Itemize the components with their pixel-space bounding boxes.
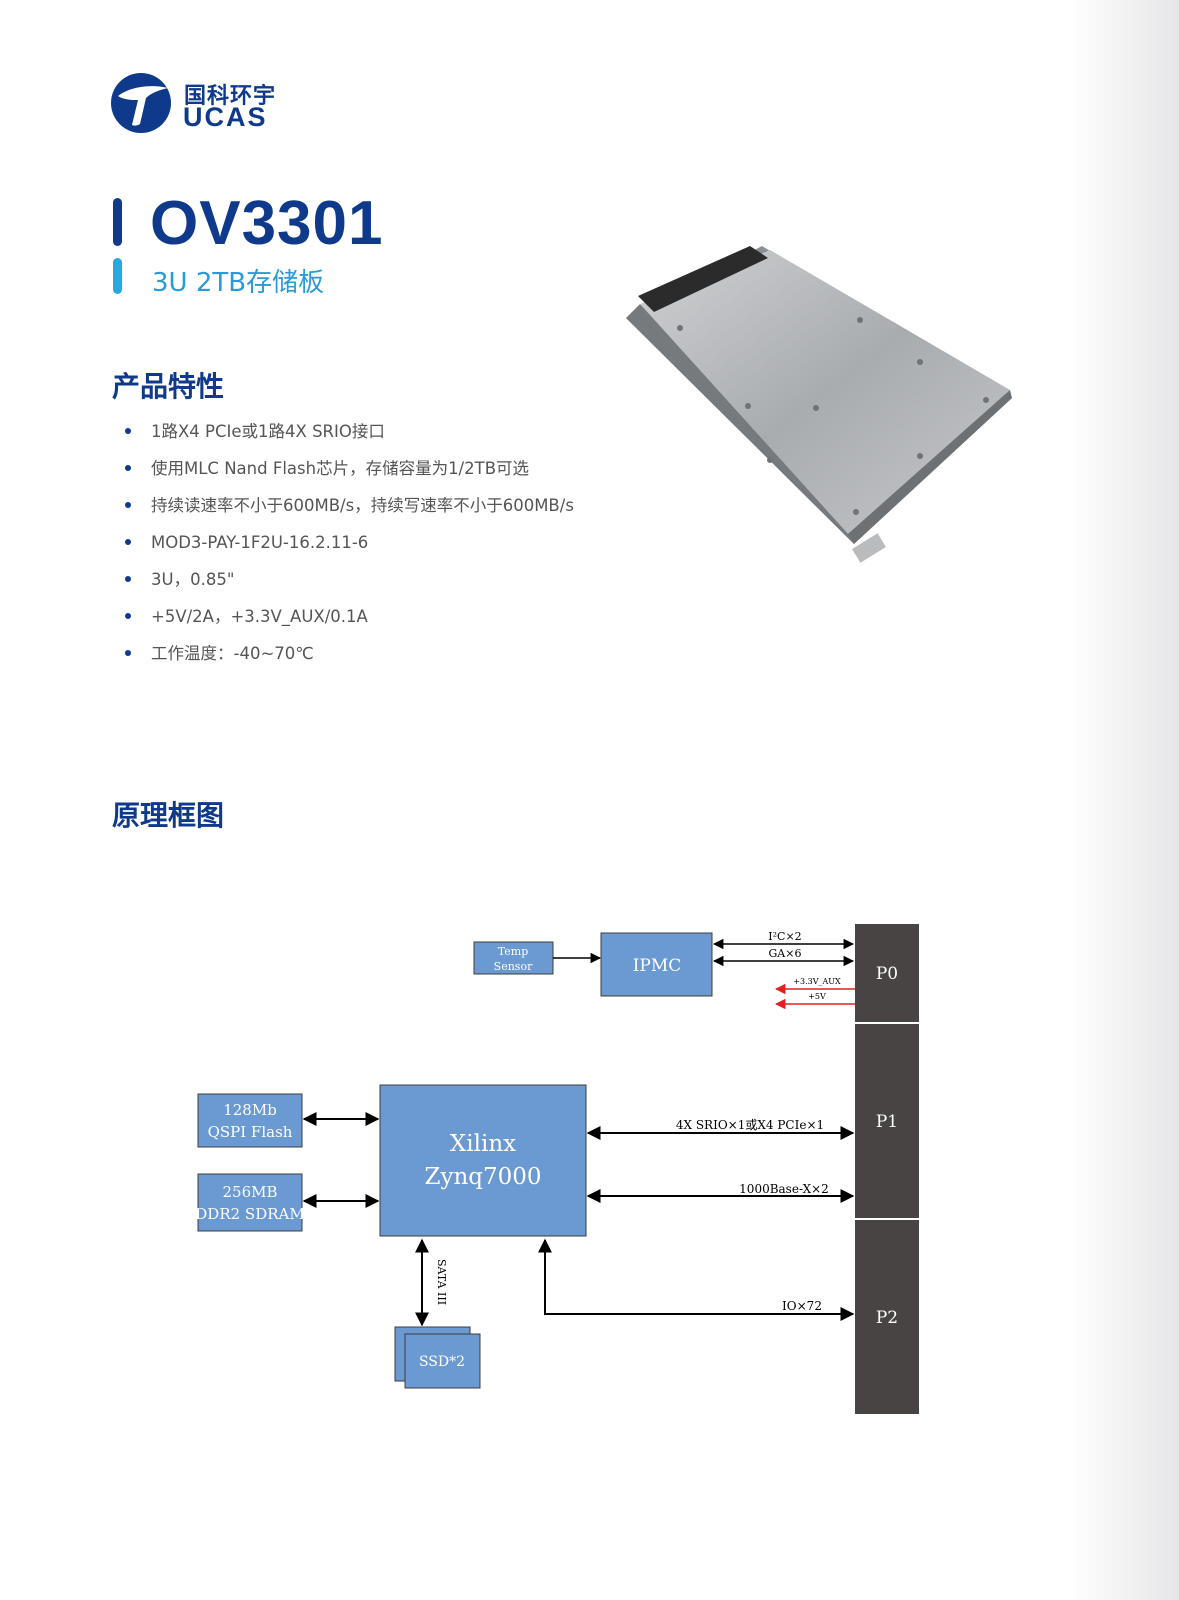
bullet-icon	[125, 464, 131, 471]
bullet-icon	[125, 538, 131, 545]
fpga-label-1: Xilinx	[450, 1131, 516, 1157]
ipmc-label: IPMC	[633, 956, 682, 976]
feature-item: 工作温度：-40~70℃	[125, 640, 574, 677]
product-board-image	[626, 246, 1012, 563]
feature-item: MOD3-PAY-1F2U-16.2.11-6	[125, 529, 574, 566]
bullet-icon	[125, 649, 131, 656]
io-arrow	[538, 1238, 855, 1321]
temp-sensor-label-1: Temp	[498, 945, 528, 958]
sata-label: SATA III	[435, 1259, 448, 1305]
feature-item: +5V/2A，+3.3V_AUX/0.1A	[125, 603, 574, 640]
feature-item: 使用MLC Nand Flash芯片，存储容量为1/2TB可选	[125, 455, 574, 492]
feature-item: 持续读速率不小于600MB/s，持续写速率不小于600MB/s	[125, 492, 574, 529]
fpga-label-2: Zynq7000	[424, 1164, 541, 1190]
temp-sensor-label-2: Sensor	[494, 960, 533, 973]
v5-power-label: +5V	[808, 992, 826, 1001]
connector-p2	[855, 1220, 919, 1414]
brand-name-en: UCAS	[183, 102, 268, 132]
bullet-icon	[125, 427, 131, 434]
ddr-sdram-block	[197, 1173, 303, 1232]
connector-p1-label: P1	[876, 1112, 898, 1132]
connector-p1	[855, 1024, 919, 1218]
qspi-label-2: QSPI Flash	[208, 1123, 293, 1141]
fpga-block	[379, 1084, 587, 1237]
product-subtitle: 3U 2TB存储板	[152, 268, 325, 298]
bullet-icon	[125, 501, 131, 508]
qspi-flash-block	[197, 1093, 303, 1148]
feature-item: 3U，0.85"	[125, 566, 574, 603]
aux-power-label: +3.3V_AUX	[793, 977, 841, 986]
title-accent-bar	[113, 198, 122, 246]
diagram-heading: 原理框图	[112, 799, 225, 832]
base-x-label: 1000Base-X×2	[739, 1182, 829, 1196]
subtitle-accent-bar	[113, 258, 122, 294]
qspi-label-1: 128Mb	[223, 1101, 277, 1119]
ddr-label-2: DDR2 SDRAM	[195, 1205, 304, 1223]
ddr-label-1: 256MB	[222, 1183, 277, 1201]
ssd-block	[404, 1333, 481, 1389]
page-edge-shade	[1069, 0, 1179, 1600]
connector-p0-label: P0	[876, 964, 898, 984]
bullet-icon	[125, 575, 131, 582]
bullet-icon	[125, 612, 131, 619]
srio-label: 4X SRIO×1或X4 PCIe×1	[676, 1118, 824, 1132]
ucas-logo: 国科环宇 UCAS	[110, 72, 280, 136]
feature-item: 1路X4 PCIe或1路4X SRIO接口	[125, 418, 574, 455]
i2c-label: I²C×2	[768, 930, 801, 943]
feature-list: 1路X4 PCIe或1路4X SRIO接口 使用MLC Nand Flash芯片…	[125, 418, 574, 677]
connector-p0	[855, 924, 919, 1022]
ucas-logo-icon	[111, 73, 171, 133]
io-label: IO×72	[782, 1299, 822, 1313]
ssd-label: SSD*2	[419, 1354, 465, 1370]
ipmc-block	[600, 932, 713, 997]
brand-name-cn: 国科环宇	[184, 84, 277, 109]
features-heading: 产品特性	[112, 370, 225, 403]
ga-label: GA×6	[769, 947, 802, 960]
temp-sensor-block	[473, 941, 554, 975]
product-model: OV3301	[150, 189, 384, 258]
connector-p2-label: P2	[876, 1308, 898, 1328]
